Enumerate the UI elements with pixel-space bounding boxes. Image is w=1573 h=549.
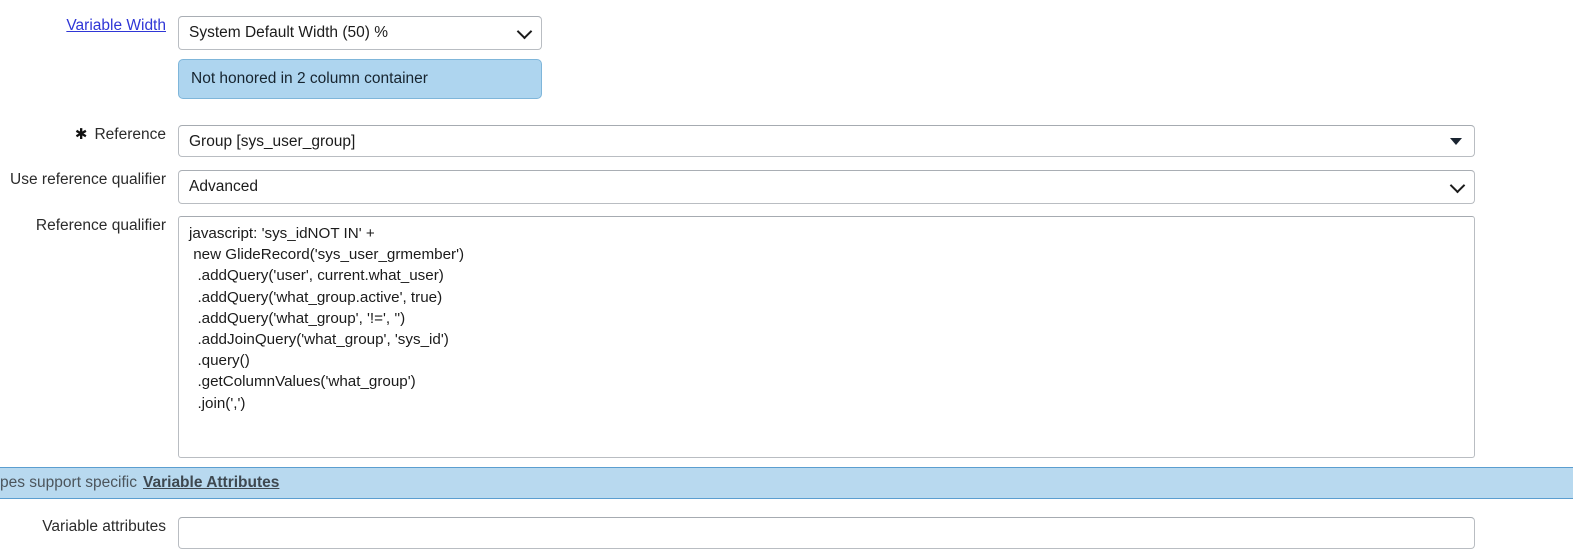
reference-qualifier-row: Reference qualifier javascript: 'sys_idN…: [0, 216, 1475, 458]
reference-field[interactable]: Group [sys_user_group]: [178, 125, 1475, 157]
banner-text: pes support specific: [0, 474, 137, 491]
variable-width-label-link[interactable]: Variable Width: [66, 17, 166, 34]
variable-attributes-link[interactable]: Variable Attributes: [143, 474, 280, 491]
reference-label: ✱ Reference: [0, 125, 178, 145]
variable-width-hint: Not honored in 2 column container: [178, 59, 542, 99]
variable-width-label: Variable Width: [0, 16, 178, 36]
variable-width-select[interactable]: System Default Width (50) %: [178, 16, 542, 50]
variable-width-row: Variable Width System Default Width (50)…: [0, 16, 542, 99]
reference-label-text: Reference: [94, 126, 166, 143]
variable-attributes-section-banner: pes support specific Variable Attributes: [0, 467, 1573, 499]
reference-row: ✱ Reference Group [sys_user_group]: [0, 125, 1475, 157]
use-reference-qualifier-select-wrap: Advanced: [178, 170, 1475, 204]
reference-field-wrap: Group [sys_user_group]: [178, 125, 1475, 157]
reference-qualifier-label: Reference qualifier: [35, 217, 166, 234]
use-reference-qualifier-select[interactable]: Advanced: [178, 170, 1475, 204]
variable-attributes-input[interactable]: [178, 517, 1475, 549]
use-reference-qualifier-row: Use reference qualifier Advanced: [0, 170, 1475, 204]
use-reference-qualifier-label: Use reference qualifier: [10, 171, 166, 188]
variable-width-select-wrap: System Default Width (50) %: [178, 16, 542, 50]
variable-attributes-row: Variable attributes: [0, 517, 1475, 549]
variable-attributes-label: Variable attributes: [42, 518, 166, 535]
reference-qualifier-textarea[interactable]: javascript: 'sys_idNOT IN' + new GlideRe…: [178, 216, 1475, 458]
mandatory-asterisk-icon: ✱: [74, 125, 88, 143]
